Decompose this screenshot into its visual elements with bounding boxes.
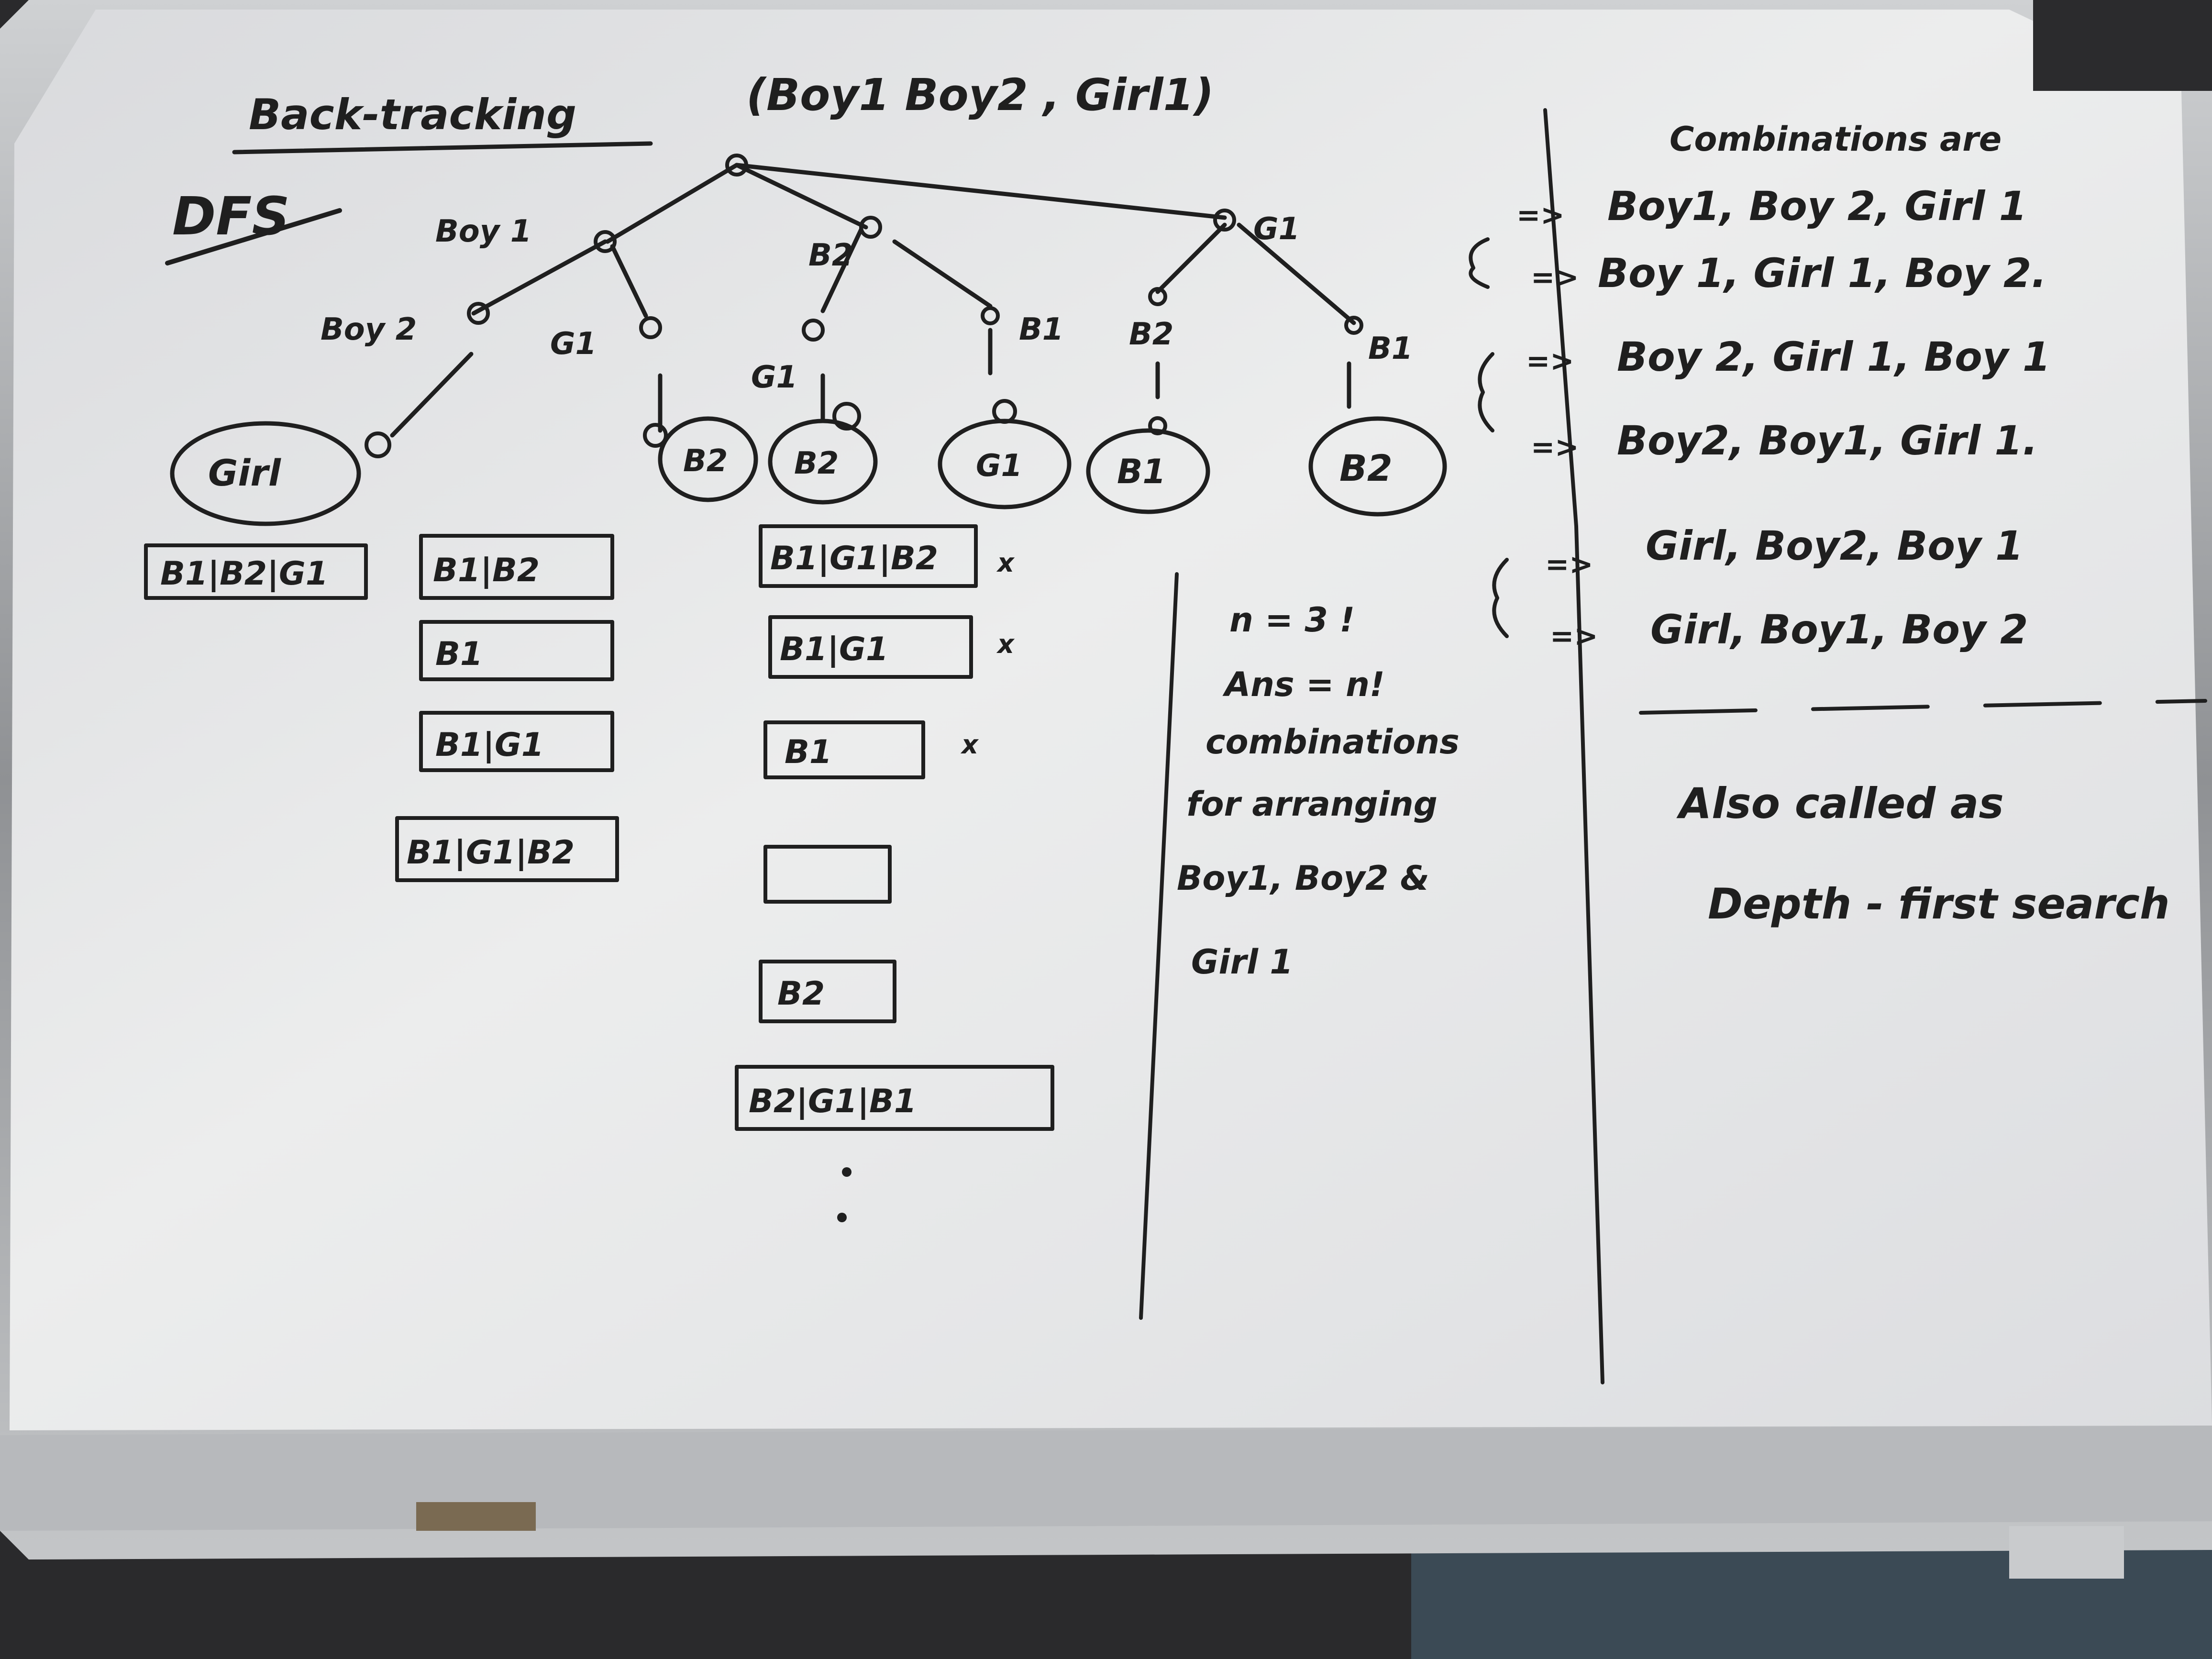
brace-1 [1469,237,1490,289]
combination-arrow-5: => [1545,548,1593,581]
combinations-heading: Combinations are [1670,120,2002,159]
combination-item-5: Girl, Boy2, Boy 1 [1646,522,2023,569]
array-box-right-3: B1 [763,720,925,779]
array-box-right-2-text: B1|G1 [780,630,888,668]
formula-line-6: Girl 1 [1191,942,1293,982]
board-surface [10,10,2212,1430]
combination-arrow-1: => [1516,199,1565,232]
leaf-g1: G1 [938,419,1072,509]
tree-label-b1-right: B1 [1368,331,1413,366]
array-box-right-4 [763,845,892,904]
leaf-b2-c: B2 [1308,416,1447,517]
array-box-right-6: B2|G1|B1 [735,1065,1054,1131]
leaf-b2-b: B2 [768,419,878,505]
brace-2 [1478,352,1494,432]
formula-line-2: Ans = n! [1222,665,1385,704]
tree-label-g1-left: G1 [550,326,597,362]
tree-label-b2: B2 [808,238,853,273]
combination-item-6: Girl, Boy1, Boy 2 [1650,606,2028,653]
array-box-mid-1: B1|B2 [419,534,614,600]
array-box-mid-2-text: B1 [435,635,483,673]
combination-arrow-2: => [1531,261,1579,294]
leaf-b2-a-label: B2 [683,443,728,479]
combination-item-2: Boy 1, Girl 1, Boy 2. [1598,250,2046,297]
combinations-underline [1639,699,2207,715]
combination-arrow-3: => [1526,344,1574,378]
combination-item-4: Boy2, Boy1, Girl 1. [1617,417,2038,464]
divider-middle [1139,572,1179,1320]
array-box-left: B1|B2|G1 [144,543,368,600]
array-box-right-5-text: B2 [777,975,825,1013]
tray-marker [416,1502,536,1531]
frame-clip-top-right [2033,0,2212,91]
tree-label-boy1: Boy 1 [435,214,531,249]
continuation-dot-2 [837,1213,847,1222]
tree-label-boy2: Boy 2 [321,312,417,347]
bottom-tray [0,1426,2212,1531]
leaf-girl-label: Girl [208,452,281,494]
leaf-b2-c-label: B2 [1339,447,1393,489]
combination-item-3: Boy 2, Girl 1, Boy 1 [1617,333,2050,380]
divider-right [1543,108,1604,1384]
mark-x-1: x [996,548,1015,578]
frame-clip-bottom-right [2009,1526,2124,1579]
tree-label-g1: G1 [1253,211,1300,247]
note-line-1: Also called as [1676,779,2004,828]
leaf-g1-label: G1 [976,448,1022,484]
formula-line-5: Boy1, Boy2 & [1177,859,1429,898]
array-box-mid-4: B1|G1|B2 [395,816,619,882]
combination-arrow-6: => [1550,619,1598,653]
leaf-b1-label: B1 [1117,452,1166,491]
array-box-left-text: B1|B2|G1 [160,555,328,593]
leaf-b2-a: B2 [658,416,758,502]
tree-edges [390,163,1356,438]
combination-item-1: Boy1, Boy 2, Girl 1 [1607,183,2027,230]
title-underline [232,141,653,155]
array-box-right-1-text: B1|G1|B2 [770,540,938,577]
continuation-dot-1 [842,1167,852,1177]
array-box-right-5: B2 [759,960,896,1023]
leaf-girl: Girl [170,421,361,526]
leaf-b1: B1 [1086,428,1210,514]
leaf-b2-b-label: B2 [794,446,839,481]
array-box-right-6-text: B2|G1|B1 [749,1083,917,1120]
formula-line-4: for arranging [1186,785,1438,824]
tree-label-b2-mid: B2 [1129,317,1173,352]
array-box-mid-3-text: B1|G1 [435,726,544,764]
array-box-mid-1-text: B1|B2 [433,552,540,589]
note-line-2: Depth - first search [1708,879,2170,929]
array-box-mid-2: B1 [419,620,614,681]
tree-label-b1-mid: B1 [1019,312,1063,347]
mark-x-3: x [960,730,979,760]
board-title: Back-tracking [249,90,576,139]
formula-line-1: n = 3 ! [1229,600,1355,640]
array-box-mid-3: B1|G1 [419,711,614,772]
array-box-right-3-text: B1 [785,733,832,771]
array-box-right-1: B1|G1|B2 [759,524,978,588]
array-box-right-2: B1|G1 [768,615,973,679]
combination-arrow-4: => [1531,431,1579,464]
mark-x-2: x [996,629,1015,659]
method-label: DFS [172,186,290,247]
tree-label-g1-mid: G1 [751,360,797,395]
method-underline [165,208,342,265]
board-subtitle: (Boy1 Boy2 , Girl1) [746,69,1214,121]
formula-line-3: combinations [1206,722,1460,762]
brace-3 [1492,558,1509,638]
array-box-mid-4-text: B1|G1|B2 [407,834,575,872]
